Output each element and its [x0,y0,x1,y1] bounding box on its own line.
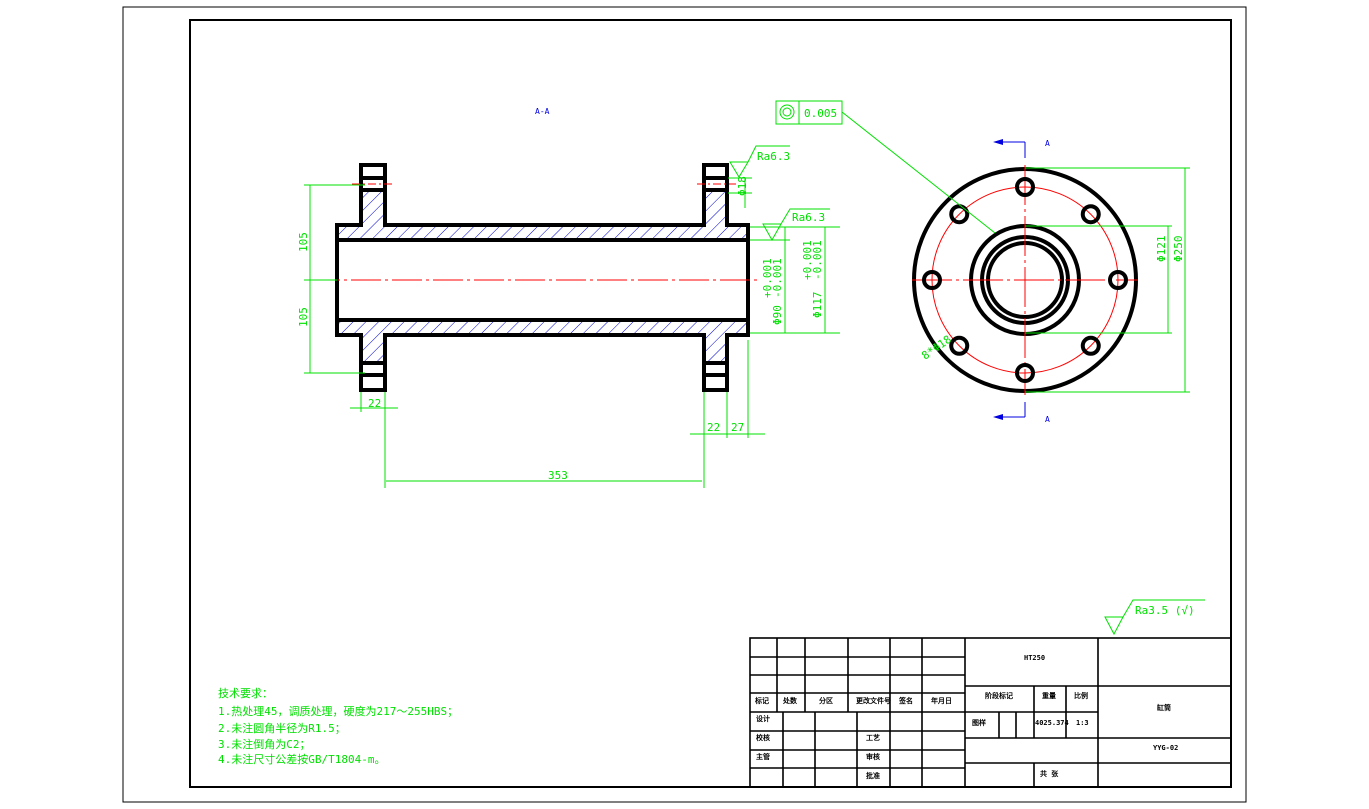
end-view [912,165,1138,395]
outer-border [122,6,1247,803]
drawing-frame [189,19,1232,788]
svg-text:主管: 主管 [756,752,770,761]
svg-text:批准: 批准 [866,771,880,780]
svg-text:A: A [1045,415,1050,424]
bolt-hole [1015,363,1035,383]
concentricity-icon [779,104,795,120]
general-roughness: Ra3.5 (√) [1135,604,1195,617]
bolt-hole [1108,270,1128,290]
svg-text:年月日: 年月日 [931,696,952,705]
svg-text:更改文件号: 更改文件号 [856,696,891,705]
svg-text:105: 105 [297,232,310,252]
svg-text:A: A [1045,139,1050,148]
svg-text:Φ121: Φ121 [1155,236,1168,263]
svg-text:-0.001: -0.001 [811,240,824,280]
svg-text:Φ90: Φ90 [771,305,784,325]
svg-text:Φ117: Φ117 [811,292,824,319]
svg-text:处数: 处数 [782,696,798,705]
svg-text:技术要求：: 技术要求： [218,687,273,700]
svg-text:图样: 图样 [972,718,986,727]
svg-text:共 张: 共 张 [1040,769,1059,778]
svg-text:4.未注尺寸公差按GB/T1804-m。: 4.未注尺寸公差按GB/T1804-m。 [218,752,385,766]
title-block: 标记 处数 分区 更改文件号 签名 年月日 设计 校核 主管 工艺 审核 批准 … [749,637,1232,788]
section-view [310,163,760,392]
svg-text:设计: 设计 [756,714,770,723]
bolt-hole [922,270,942,290]
svg-text:1:3: 1:3 [1076,719,1089,727]
svg-text:353: 353 [548,469,568,482]
svg-text:22: 22 [368,397,381,410]
svg-text:Φ18: Φ18 [736,176,749,196]
svg-text:+0.001: +0.001 [801,240,814,280]
svg-text:YYG-02: YYG-02 [1153,744,1178,752]
svg-text:重量: 重量 [1042,691,1056,700]
section-dimensions: 105 105 22 22 27 353 Φ18 Ra6.3 Ra6.3 Φ90… [297,145,840,488]
svg-text:Ra6.3: Ra6.3 [792,211,825,224]
svg-text:1.热处理45，调质处理，硬度为217～255HBS；: 1.热处理45，调质处理，硬度为217～255HBS； [218,704,458,718]
svg-text:审核: 审核 [866,752,880,761]
svg-text:105: 105 [297,307,310,327]
svg-text:-0.001: -0.001 [771,258,784,298]
bolt-hole [1080,335,1101,356]
svg-text:27: 27 [731,421,744,434]
svg-text:3.未注倒角为C2；: 3.未注倒角为C2； [218,737,311,751]
svg-text:Ra6.3: Ra6.3 [757,150,790,163]
svg-text:阶段标记: 阶段标记 [985,691,1013,700]
svg-text:标记: 标记 [754,696,769,705]
bolt-hole [1080,204,1101,225]
section-label: A-A [535,107,550,116]
concentricity-frame [775,100,843,125]
end-view-dimensions: Φ121 Φ250 8*Φ18 0.005 A A [775,100,1190,424]
svg-text:比例: 比例 [1074,691,1088,700]
svg-text:+0.001: +0.001 [761,258,774,298]
svg-text:4025.374: 4025.374 [1035,719,1069,727]
svg-text:校核: 校核 [756,733,770,742]
bolt-hole [949,335,970,356]
svg-text:Φ250: Φ250 [1172,236,1185,263]
bolt-hole [949,204,970,225]
technical-requirements: 技术要求： 1.热处理45，调质处理，硬度为217～255HBS； 2.未注圆角… [218,687,458,766]
svg-text:签名: 签名 [898,696,913,705]
svg-text:HT250: HT250 [1024,654,1045,662]
svg-text:分区: 分区 [819,696,833,705]
svg-text:0.005: 0.005 [804,107,837,120]
svg-text:缸筒: 缸筒 [1156,703,1171,712]
svg-text:2.未注圆角半径为R1.5；: 2.未注圆角半径为R1.5； [218,721,346,735]
bolt-hole [1015,177,1035,197]
svg-text:工艺: 工艺 [866,733,880,742]
svg-text:22: 22 [707,421,720,434]
